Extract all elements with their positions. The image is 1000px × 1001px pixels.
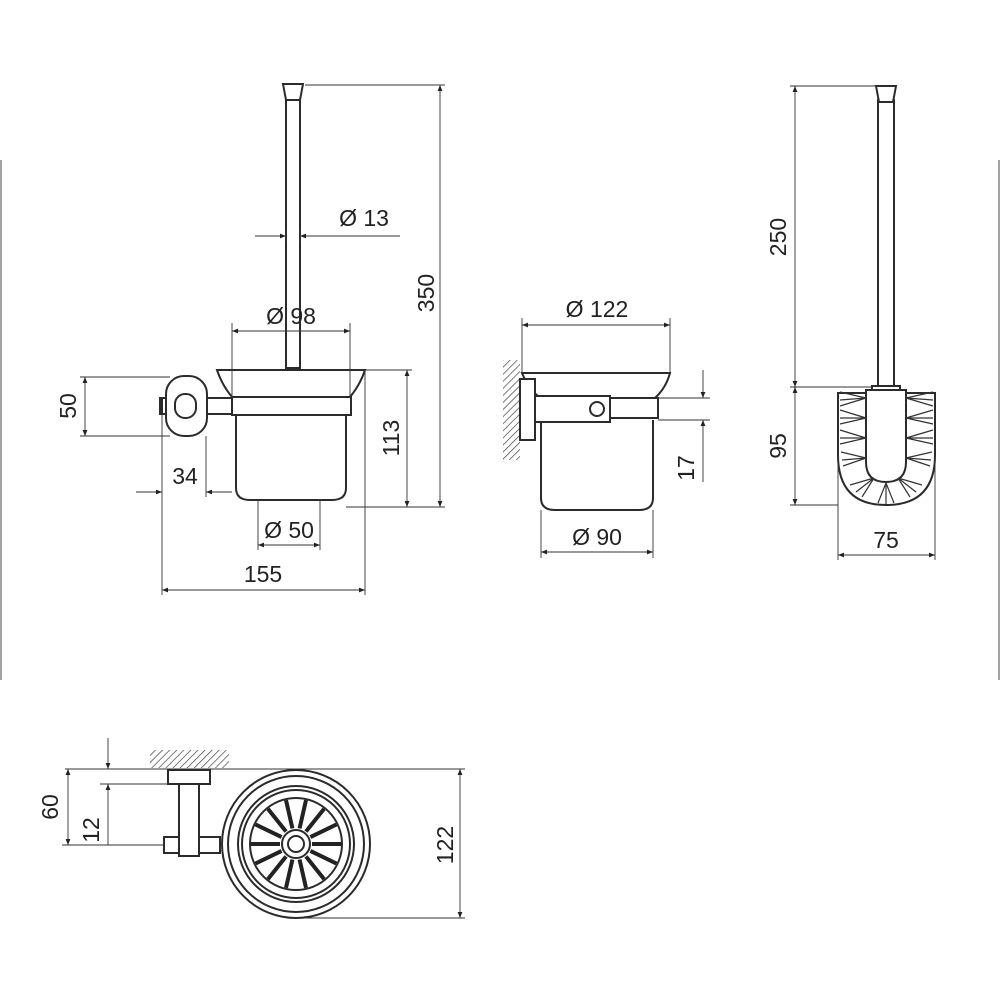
- bristle-spoke: [254, 849, 283, 866]
- bristle-tufts: [839, 391, 934, 504]
- bristle-spoke: [304, 807, 326, 833]
- wall-plate: [167, 769, 211, 785]
- brush-head-core: [865, 389, 907, 484]
- dim-plate-thickness: 12: [78, 817, 104, 843]
- bristle-spoke: [297, 859, 308, 889]
- dim-band-height: 17: [673, 455, 699, 481]
- cup-rim: [215, 369, 367, 398]
- dim-head-height: 95: [765, 433, 791, 459]
- brush-handle: [877, 99, 895, 389]
- handle-hub: [281, 829, 311, 859]
- bristle-spoke: [304, 855, 326, 881]
- cup-body: [540, 420, 654, 511]
- dim-rim-diameter: 122: [432, 826, 458, 864]
- bristle-spoke: [266, 855, 288, 881]
- dim-arm-length: 34: [172, 463, 198, 489]
- mount-knob: [589, 401, 605, 417]
- bristle-spoke: [284, 799, 295, 829]
- holder-band: [231, 396, 352, 416]
- cup-rim: [520, 372, 672, 399]
- top-view: 122 60 12: [37, 738, 465, 919]
- bristle-spoke: [284, 859, 295, 889]
- cup-body: [235, 415, 347, 501]
- dim-handle-length: 250: [765, 218, 791, 256]
- brush-bristles: [837, 392, 936, 507]
- dim-overall-depth: 155: [244, 561, 282, 587]
- bristle-spokes: [251, 799, 341, 889]
- dim-cup-bottom-diameter: Ø 50: [264, 517, 314, 543]
- front-view: 350 Ø 13 Ø 98 50 113 34 Ø 50 155: [55, 83, 445, 595]
- dim-rim-diameter: Ø 122: [566, 296, 629, 322]
- dim-cup-top-diameter: Ø 98: [266, 303, 316, 329]
- dim-overall-height: 350: [413, 274, 439, 312]
- bristle-spoke: [309, 822, 338, 839]
- wall-hatch: [150, 750, 229, 768]
- brush-view: 250 95 75: [765, 85, 936, 560]
- dim-wall-offset: 60: [37, 794, 63, 820]
- bristle-spoke: [266, 807, 288, 833]
- dim-cup-height: 113: [378, 420, 404, 457]
- dim-head-width: 75: [873, 527, 899, 553]
- wall-hatch: [503, 360, 520, 460]
- side-view: Ø 122 17 Ø 90: [503, 296, 710, 558]
- mount-knob: [174, 393, 197, 419]
- dim-handle-diameter: Ø 13: [339, 205, 389, 231]
- dim-cup-diameter: Ø 90: [572, 524, 622, 550]
- handle-cap: [281, 83, 305, 101]
- bristle-spoke: [309, 849, 338, 866]
- brush-head-outline: [249, 797, 343, 891]
- bristle-spoke: [254, 822, 283, 839]
- bristle-spoke: [297, 799, 308, 829]
- wall-plate: [519, 378, 536, 441]
- handle-cap: [874, 85, 898, 103]
- dim-mount-height: 50: [55, 393, 81, 419]
